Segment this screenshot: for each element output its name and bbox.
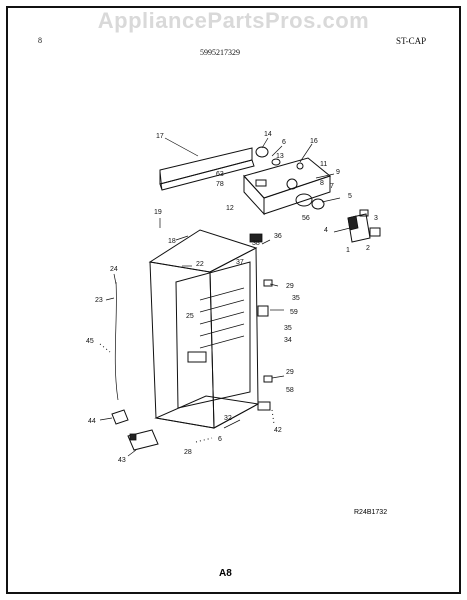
callout-label: 63 <box>216 171 224 178</box>
diagram-code: R24B1732 <box>354 509 388 516</box>
header-page-number: 8 <box>38 36 42 45</box>
drawing-frame <box>6 6 461 594</box>
drain-tube-part <box>114 281 119 401</box>
callout-label: 25 <box>186 313 194 320</box>
leveling-leg-parts <box>111 409 159 451</box>
callout-leader-lines <box>99 137 351 457</box>
callout-label: 13 <box>276 153 284 160</box>
callout-label: 19 <box>154 209 162 216</box>
header-section: ST-CAP <box>396 36 427 46</box>
thermostat-knob-part <box>255 146 325 210</box>
callout-label: 34 <box>284 337 292 344</box>
cabinet-liner-part <box>148 229 260 429</box>
callout-label: 5 <box>348 193 352 200</box>
callout-label: 38 <box>252 240 260 247</box>
callout-label: 16 <box>310 138 318 145</box>
callout-label: 59 <box>290 309 298 316</box>
callout-label: 28 <box>184 449 192 456</box>
relay-assembly-part <box>347 209 381 243</box>
callout-label: 6 <box>218 436 222 443</box>
callout-label: 8 <box>320 180 324 187</box>
callout-label: 4 <box>324 227 328 234</box>
callout-label: 29 <box>286 369 294 376</box>
callout-label: 11 <box>320 161 327 168</box>
hardware-parts <box>249 233 273 411</box>
callout-label: 37 <box>236 259 244 266</box>
callout-label: 17 <box>156 133 164 140</box>
callout-label: 43 <box>118 457 126 464</box>
callout-label: 29 <box>286 283 294 290</box>
callout-label: 36 <box>274 233 282 240</box>
callout-label: 24 <box>110 266 118 273</box>
callout-label: 42 <box>274 427 282 434</box>
callout-label: 1 <box>346 247 350 254</box>
callout-label: 56 <box>302 215 310 222</box>
callout-label: 78 <box>216 181 224 188</box>
callout-label: 7 <box>330 183 334 190</box>
callout-label: 14 <box>264 131 272 138</box>
header-model-number: 5995217329 <box>200 48 240 57</box>
callout-label: 2 <box>366 245 370 252</box>
control-panel-part <box>243 157 332 216</box>
page-label: A8 <box>219 568 232 579</box>
callout-label: 45 <box>86 338 94 345</box>
callout-label: 22 <box>196 261 204 268</box>
callout-label: 58 <box>286 387 294 394</box>
callout-label: 9 <box>336 169 340 176</box>
callout-label: 18 <box>168 238 176 245</box>
callout-label: 3 <box>374 215 378 222</box>
callout-label: 35 <box>292 295 300 302</box>
callout-label: 12 <box>226 205 234 212</box>
callout-labels: 17 14 6 13 16 11 9 8 7 5 12 63 78 56 3 4… <box>86 131 378 464</box>
callout-label: 44 <box>88 418 96 425</box>
callout-label: 32 <box>224 415 232 422</box>
callout-label: 6 <box>282 139 286 146</box>
callout-label: 23 <box>95 297 103 304</box>
callout-label: 35 <box>284 325 292 332</box>
watermark: AppliancePartsPros.com <box>97 8 370 33</box>
top-cover-part <box>159 147 255 191</box>
